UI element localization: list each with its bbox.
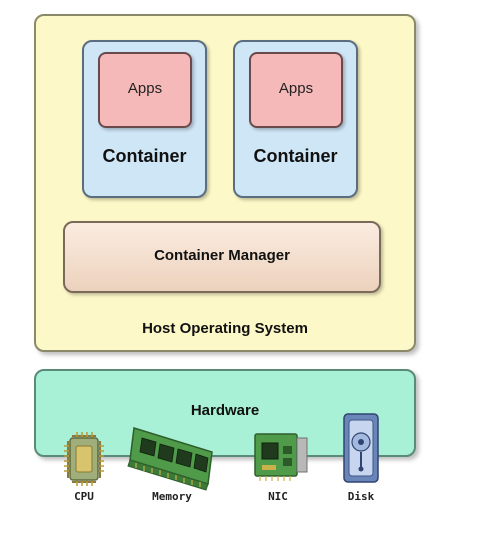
disk-label: Disk: [347, 490, 375, 503]
network-card-icon: [254, 433, 308, 481]
cpu-chip-icon: [64, 432, 104, 486]
apps-box: Apps: [98, 52, 192, 128]
container-box: Apps Container: [82, 40, 207, 198]
cpu-label: CPU: [74, 490, 94, 503]
disk-drive-icon: [343, 413, 379, 483]
container-manager-box: Container Manager: [63, 221, 381, 293]
memory-label: Memory: [152, 490, 192, 503]
container-manager-label: Container Manager: [154, 247, 290, 264]
apps-label: Apps: [278, 80, 314, 97]
container-label: Container: [102, 146, 187, 166]
container-box: Apps Container: [233, 40, 358, 198]
hardware-label: Hardware: [190, 402, 260, 419]
container-label: Container: [253, 146, 338, 166]
host-operating-system-label: Host Operating System: [142, 320, 308, 337]
apps-box: Apps: [249, 52, 343, 128]
nic-label: NIC: [268, 490, 288, 503]
apps-label: Apps: [127, 80, 163, 97]
memory-module-icon: [127, 427, 213, 491]
